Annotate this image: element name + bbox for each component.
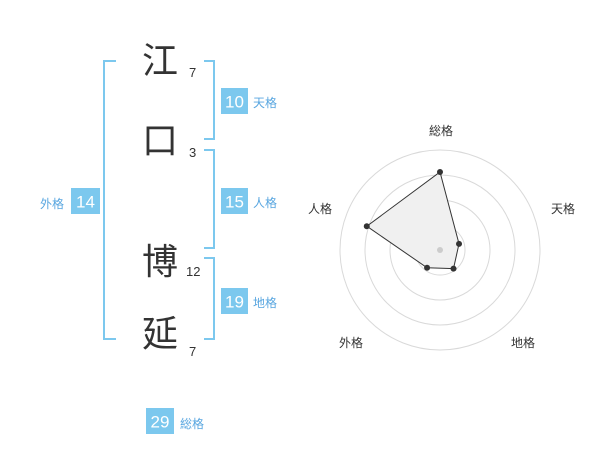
gaikaku-label: 外格 xyxy=(40,196,64,211)
gaikaku-badge: 外格 14 xyxy=(40,188,100,214)
tenkaku-label: 天格 xyxy=(253,95,277,110)
jinkaku-badge: 15 人格 xyxy=(221,188,277,214)
chikaku-value: 19 xyxy=(225,293,244,312)
jinkaku-bracket xyxy=(204,149,215,249)
radar-axis-label-soukaku: 総格 xyxy=(429,123,453,138)
radar-point-4 xyxy=(424,264,431,271)
radar-axis-label-jinkaku: 人格 xyxy=(308,201,332,216)
name-char-4: 延 xyxy=(142,314,178,355)
radar-point-2 xyxy=(456,240,463,247)
radar-point-3 xyxy=(450,265,457,272)
stroke-count-4: 7 xyxy=(189,344,196,359)
radar-axis-label-tenkaku: 天格 xyxy=(551,201,575,216)
gaikaku-bracket xyxy=(103,60,116,340)
radar-axis-label-chikaku: 地格 xyxy=(511,335,535,350)
tenkaku-badge: 10 天格 xyxy=(221,88,277,114)
chikaku-badge: 19 地格 xyxy=(221,288,277,314)
radar-value-polygon xyxy=(365,171,460,270)
radar-center-dot xyxy=(437,247,443,253)
radar-ring xyxy=(339,149,541,351)
tenkaku-value: 10 xyxy=(225,93,244,112)
radar-point-5 xyxy=(363,223,370,230)
name-char-1: 江 xyxy=(142,41,178,82)
radar-point-1 xyxy=(437,169,443,175)
name-char-3: 博 xyxy=(142,242,178,283)
tenkaku-bracket xyxy=(204,60,215,140)
gaikaku-value: 14 xyxy=(76,193,95,212)
name-char-2: 口 xyxy=(142,121,178,162)
soukaku-value: 29 xyxy=(151,413,170,432)
stroke-count-2: 3 xyxy=(189,145,196,160)
radar-axis-label-gaikaku: 外格 xyxy=(339,335,363,350)
chikaku-label: 地格 xyxy=(253,295,277,310)
jinkaku-value: 15 xyxy=(225,193,244,212)
jinkaku-label: 人格 xyxy=(253,195,277,210)
chikaku-bracket xyxy=(204,257,215,340)
fortune-radar-chart: 総格 天格 地格 外格 人格 xyxy=(308,123,575,351)
soukaku-badge: 29 総格 xyxy=(146,408,204,434)
stroke-count-1: 7 xyxy=(189,65,196,80)
soukaku-label: 総格 xyxy=(180,416,204,431)
stroke-count-3: 12 xyxy=(186,264,200,279)
